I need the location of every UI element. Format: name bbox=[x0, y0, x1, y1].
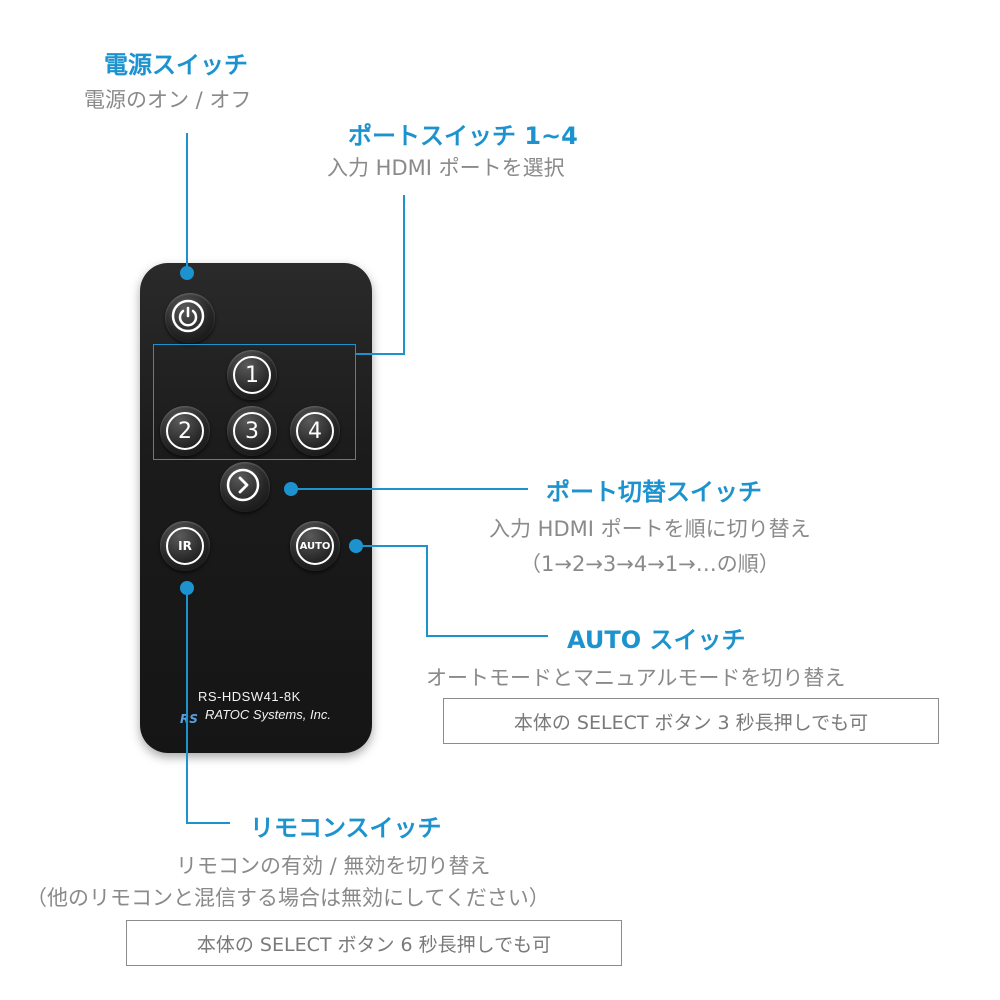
ir-switch-note: 本体の SELECT ボタン 6 秒長押しでも可 bbox=[126, 920, 622, 966]
port-3-button[interactable]: 3 bbox=[227, 406, 277, 456]
port-4-button[interactable]: 4 bbox=[290, 406, 340, 456]
auto-label: AUTO bbox=[296, 527, 334, 565]
port-buttons-highlight bbox=[153, 344, 356, 460]
port-2-button[interactable]: 2 bbox=[160, 406, 210, 456]
brand-name: RATOC Systems, Inc. bbox=[205, 707, 331, 722]
cycle-switch-title: ポート切替スイッチ bbox=[546, 478, 762, 506]
ir-connector-h bbox=[186, 822, 230, 824]
ir-connector-v bbox=[186, 588, 188, 824]
cycle-switch-order: （1→2→3→4→1→…の順） bbox=[520, 552, 780, 576]
svg-text:RS: RS bbox=[180, 712, 198, 724]
port-2-label: 2 bbox=[166, 412, 204, 450]
port-switch-title: ポートスイッチ 1~4 bbox=[348, 122, 578, 150]
port-cycle-button[interactable] bbox=[220, 462, 270, 512]
power-connector-dot bbox=[180, 266, 194, 280]
port-4-label: 4 bbox=[296, 412, 334, 450]
power-icon bbox=[171, 299, 205, 333]
model-name: RS-HDSW41-8K bbox=[198, 689, 301, 704]
power-switch-title: 電源スイッチ bbox=[104, 51, 248, 79]
port-connector-vertical bbox=[403, 195, 405, 355]
port-switch-desc: 入力 HDMI ポートを選択 bbox=[327, 156, 565, 180]
remote-control: 1 2 3 4 IR AUTO RS-HDSW41-8K RS RATOC Sy… bbox=[140, 263, 372, 753]
ir-button[interactable]: IR bbox=[160, 521, 210, 571]
auto-connector-v bbox=[426, 545, 428, 637]
power-switch-desc: 電源のオン / オフ bbox=[84, 88, 252, 112]
port-connector-horizontal bbox=[356, 353, 405, 355]
chevron-right-icon bbox=[226, 468, 260, 502]
ir-switch-desc: リモコンの有効 / 無効を切り替え bbox=[176, 854, 491, 878]
power-button[interactable] bbox=[165, 293, 215, 343]
ir-switch-note-paren: （他のリモコンと混信する場合は無効にしてください） bbox=[26, 886, 550, 910]
power-connector-line bbox=[186, 133, 188, 271]
port-1-button[interactable]: 1 bbox=[227, 350, 277, 400]
auto-connector-h1 bbox=[356, 545, 428, 547]
auto-switch-title: AUTO スイッチ bbox=[567, 626, 746, 654]
brand-row: RS RATOC Systems, Inc. bbox=[180, 707, 331, 726]
cycle-connector-line bbox=[291, 488, 528, 490]
port-3-label: 3 bbox=[233, 412, 271, 450]
cycle-switch-desc: 入力 HDMI ポートを順に切り替え bbox=[489, 517, 811, 541]
ir-switch-title: リモコンスイッチ bbox=[250, 814, 442, 842]
ratoc-logo-icon: RS bbox=[180, 709, 202, 726]
auto-switch-note: 本体の SELECT ボタン 3 秒長押しでも可 bbox=[443, 698, 939, 744]
auto-button[interactable]: AUTO bbox=[290, 521, 340, 571]
auto-connector-h2 bbox=[426, 635, 548, 637]
ir-label: IR bbox=[166, 527, 204, 565]
port-1-label: 1 bbox=[233, 356, 271, 394]
auto-switch-desc: オートモードとマニュアルモードを切り替え bbox=[426, 666, 846, 690]
